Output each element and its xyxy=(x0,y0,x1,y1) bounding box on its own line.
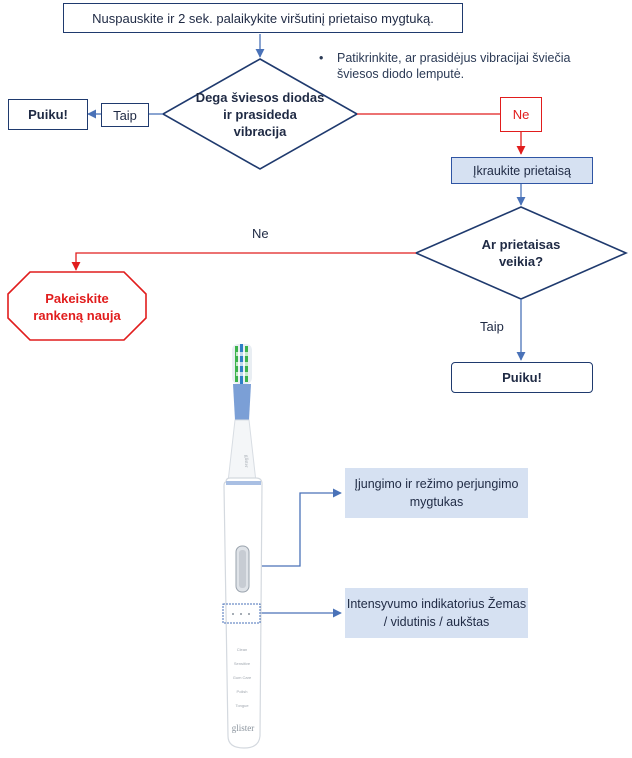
no2-label: Ne xyxy=(252,226,269,241)
brand-logo-neck: glister xyxy=(243,455,248,468)
yes1-label: Taip xyxy=(101,103,149,127)
intensity-indicator-frame xyxy=(222,603,261,624)
check-note: • Patikrinkite, ar prasidėjus vibracijai… xyxy=(319,50,597,82)
decision1-diamond xyxy=(161,58,359,170)
toothbrush-illustration xyxy=(222,344,263,749)
brand-logo-bottom: glister xyxy=(232,723,255,733)
connector-power-button-callout xyxy=(253,488,342,567)
note-text: Patikrinkite, ar prasidėjus vibracijai š… xyxy=(337,51,571,81)
mode-label: Gum Care xyxy=(233,675,252,680)
mode-label: Tongue xyxy=(235,703,249,708)
brush-neck-blue xyxy=(233,384,251,420)
brush-neck xyxy=(227,419,257,483)
no1-label: Ne xyxy=(500,97,542,132)
mode-label: Clean xyxy=(237,647,247,652)
power-button-callout: Įjungimo ir režimo perjungimo mygtukas xyxy=(345,468,528,518)
intensity-callout: Intensyvumo indikatorius Žemas / vidutin… xyxy=(345,588,528,638)
result1-box: Puiku! xyxy=(8,99,88,130)
replace-octagon xyxy=(7,271,147,341)
yes2-label: Taip xyxy=(480,319,504,334)
mode-labels: Clean Sensitive Gum Care Polish Tongue xyxy=(233,647,252,708)
mode-label: Polish xyxy=(237,689,248,694)
decision2-label: Ar prietaisas veikia? xyxy=(481,237,561,269)
result2-box: Puiku! xyxy=(451,362,593,393)
charge-box: Įkraukite prietaisą xyxy=(451,157,593,184)
connector-decision2-to-replace xyxy=(71,252,416,271)
mode-label: Sensitive xyxy=(234,661,251,666)
replace-label: Pakeiskite rankeną nauja xyxy=(33,291,121,323)
decision1-label: Dega šviesos diodas ir prasideda vibraci… xyxy=(195,90,325,139)
brush-handle xyxy=(223,477,263,749)
start-instruction-box: Nuspauskite ir 2 sek. palaikykite viršut… xyxy=(63,3,463,33)
note-bullet: • xyxy=(319,51,324,65)
